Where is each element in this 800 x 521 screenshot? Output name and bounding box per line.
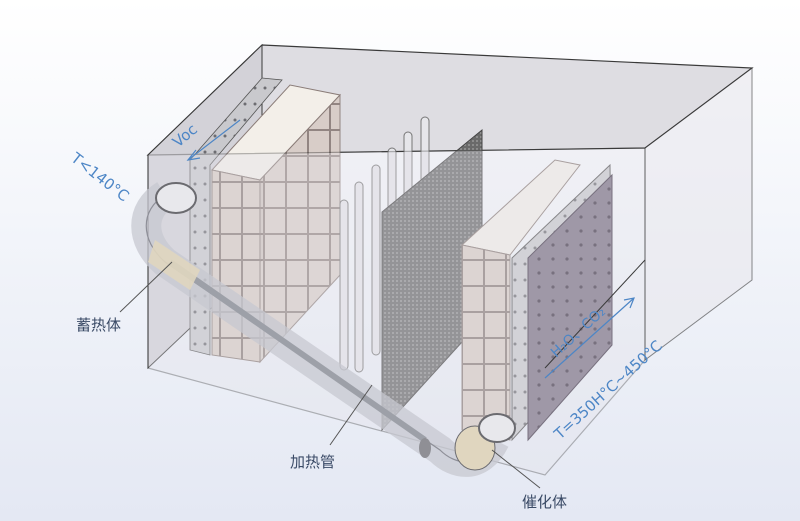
heating-tube-label: 加热管 [290, 453, 335, 471]
heating-rod [354, 181, 364, 373]
catalyst-label: 催化体 [522, 493, 567, 511]
voc-arrow [187, 119, 241, 161]
outlet-arrow [544, 297, 635, 379]
catalyst-leader [491, 449, 541, 489]
tube-sleeve-left [148, 240, 200, 290]
tube-inner-ring [419, 438, 431, 458]
regenerator-leader [119, 261, 173, 313]
heating-element [168, 259, 427, 443]
left-perforated-plate [189, 77, 283, 356]
housing-right-face [644, 67, 753, 361]
catalyst-brick-front [461, 244, 511, 441]
housing-edge [544, 259, 646, 369]
heating-rod [371, 164, 381, 356]
regenerator-label: 蓄热体 [76, 316, 121, 334]
heating-tube [131, 182, 516, 477]
tube-inlet-flange [155, 182, 197, 214]
inlet-temp-label: T<140°C [67, 148, 133, 205]
housing-front-face [147, 147, 646, 476]
heating-tube-leader [329, 384, 373, 446]
catalyst-block [460, 159, 613, 442]
heating-rods [339, 116, 430, 373]
tube-outlet-flange [478, 413, 516, 443]
